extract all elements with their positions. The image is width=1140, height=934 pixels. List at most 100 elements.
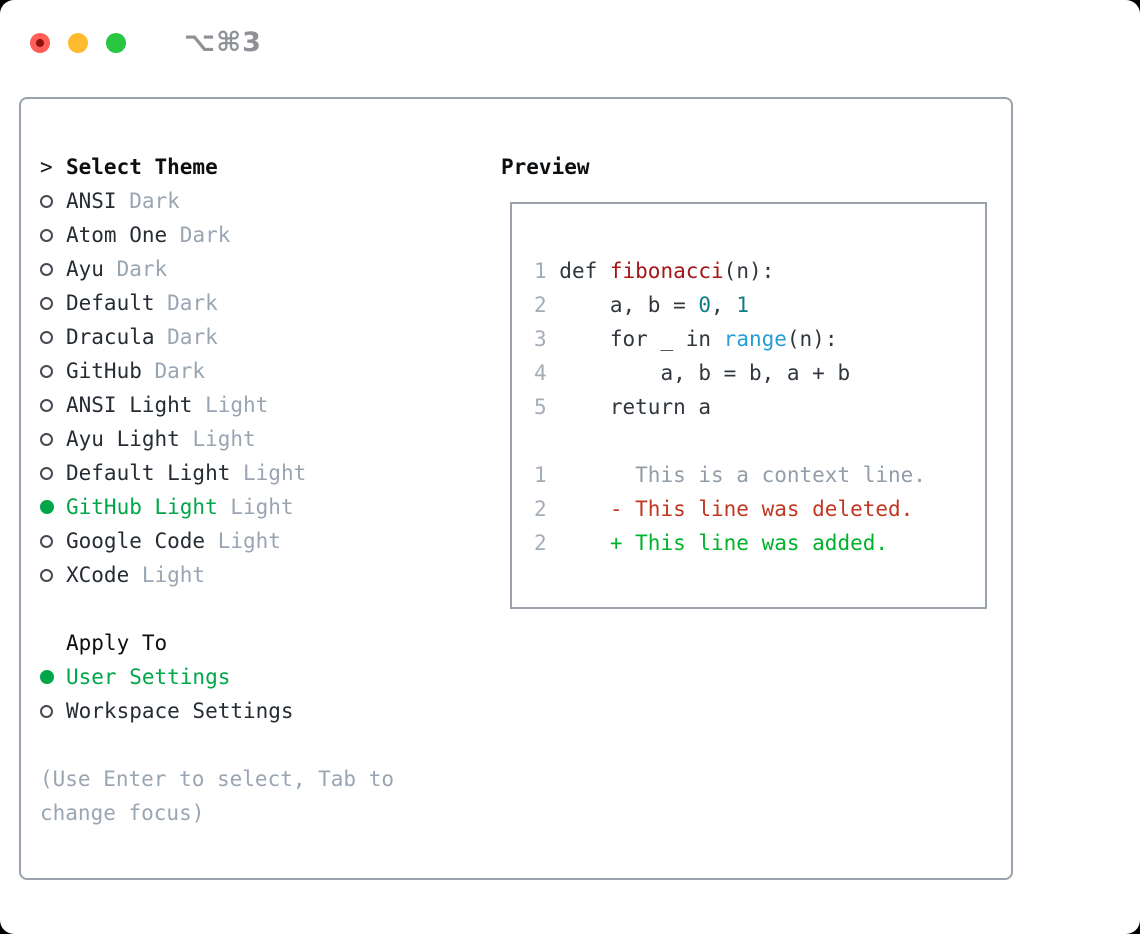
radio-unselected-icon [40, 330, 66, 344]
titlebar: ⌥⌘3 [30, 27, 262, 58]
radio-unselected-icon [40, 466, 66, 480]
code-segment-text: (n): [786, 327, 838, 351]
radio-unselected-icon [40, 534, 66, 548]
theme-option-variant: Light [192, 427, 256, 451]
line-number: 3 [534, 327, 547, 351]
theme-option-label: ANSI Light [66, 393, 193, 417]
code-segment-text: (n): [723, 259, 775, 283]
line-number: 1 [534, 463, 547, 487]
code-segment-number: 1 [736, 293, 749, 317]
theme-option-variant: Dark [154, 359, 206, 383]
theme-option-label: Dracula [66, 325, 155, 349]
code-segment-text: def [546, 259, 610, 283]
theme-option-label: GitHub [66, 359, 142, 383]
theme-option-ansi-dark[interactable]: ANSI Dark [40, 184, 501, 218]
theme-option-default-dark[interactable]: Default Dark [40, 286, 501, 320]
theme-option-variant: Light [217, 529, 281, 553]
radio-unselected-icon [40, 398, 66, 412]
window-title: ⌥⌘3 [184, 27, 262, 58]
theme-option-variant: Dark [167, 291, 218, 315]
theme-option-variant: Light [230, 495, 294, 519]
apply-option-label: Workspace Settings [66, 699, 294, 723]
radio-selected-icon [40, 670, 66, 684]
code-segment-text: return a [546, 395, 712, 419]
spacer [40, 592, 501, 626]
radio-unselected-icon [40, 432, 66, 446]
hint-text-line-2: change focus) [40, 801, 205, 825]
code-segment-text: for _ in [546, 327, 724, 351]
theme-option-label: GitHub Light [66, 495, 218, 519]
line-number: 5 [534, 395, 547, 419]
preview-column: Preview 1 def fibonacci(n):2 a, b = 0, 1… [501, 150, 1011, 878]
theme-option-variant: Dark [167, 325, 218, 349]
line-number: 2 [534, 497, 547, 521]
theme-option-variant: Light [243, 461, 307, 485]
preview-header: Preview [501, 150, 1011, 184]
radio-unselected-icon [40, 228, 66, 242]
line-number: 1 [534, 259, 547, 283]
theme-option-label: Ayu [66, 257, 104, 281]
theme-option-dracula-dark[interactable]: Dracula Dark [40, 320, 501, 354]
apply-to-title: Apply To [66, 631, 168, 655]
theme-option-github-light-light[interactable]: GitHub Light Light [40, 490, 501, 524]
code-segment-text: a, b = b, a + b [546, 361, 851, 385]
theme-option-variant: Dark [129, 189, 180, 213]
preview-line: 2 + This line was added. [534, 526, 985, 560]
traffic-light-zoom-button[interactable] [106, 32, 126, 53]
apply-option-workspace-settings[interactable]: Workspace Settings [40, 694, 501, 728]
line-number: 2 [534, 531, 547, 555]
line-number: 2 [534, 293, 547, 317]
select-theme-title: Select Theme [66, 155, 218, 179]
cursor-prefix: > [40, 155, 53, 179]
preview-line: 5 return a [534, 390, 985, 424]
preview-title: Preview [501, 155, 590, 179]
apply-option-user-settings[interactable]: User Settings [40, 660, 501, 694]
select-theme-header: > Select Theme [40, 150, 501, 184]
apply-option-label: User Settings [66, 665, 231, 689]
code-segment-number: 0 [698, 293, 712, 317]
preview-line [534, 424, 985, 458]
radio-unselected-icon [40, 704, 66, 718]
radio-unselected-icon [40, 262, 66, 276]
theme-option-github-dark[interactable]: GitHub Dark [40, 354, 501, 388]
radio-unselected-icon [40, 296, 66, 310]
code-segment-added: + This line was added. [546, 531, 889, 555]
theme-option-label: Default Light [66, 461, 231, 485]
theme-option-label: Atom One [66, 223, 168, 247]
code-segment-function: fibonacci [609, 259, 724, 283]
radio-unselected-icon [40, 364, 66, 378]
theme-option-variant: Light [141, 563, 206, 587]
radio-selected-icon [40, 500, 66, 514]
traffic-light-close-button[interactable] [30, 32, 50, 53]
spacer [40, 728, 501, 762]
preview-line: 1 def fibonacci(n): [534, 254, 985, 288]
traffic-light-minimize-button[interactable] [68, 32, 88, 53]
code-segment-text: a, b = [546, 293, 699, 317]
code-segment-builtin: range [723, 327, 787, 351]
preview-line: 1 This is a context line. [534, 458, 985, 492]
preview-line: 2 a, b = 0, 1 [534, 288, 985, 322]
preview-line: 2 - This line was deleted. [534, 492, 985, 526]
radio-unselected-icon [40, 194, 66, 208]
hint-text-line-1: (Use Enter to select, Tab to [40, 767, 395, 791]
radio-unselected-icon [40, 568, 66, 582]
theme-option-label: ANSI [66, 189, 117, 213]
code-segment-text: , [711, 293, 737, 317]
theme-option-ayu-dark[interactable]: Ayu Dark [40, 252, 501, 286]
theme-option-label: Default [66, 291, 155, 315]
theme-option-default-light-light[interactable]: Default Light Light [40, 456, 501, 490]
theme-option-variant: Dark [116, 257, 168, 281]
theme-option-ayu-light-light[interactable]: Ayu Light Light [40, 422, 501, 456]
code-segment-context: This is a context line. [546, 463, 926, 487]
theme-option-label: Ayu Light [66, 427, 180, 451]
